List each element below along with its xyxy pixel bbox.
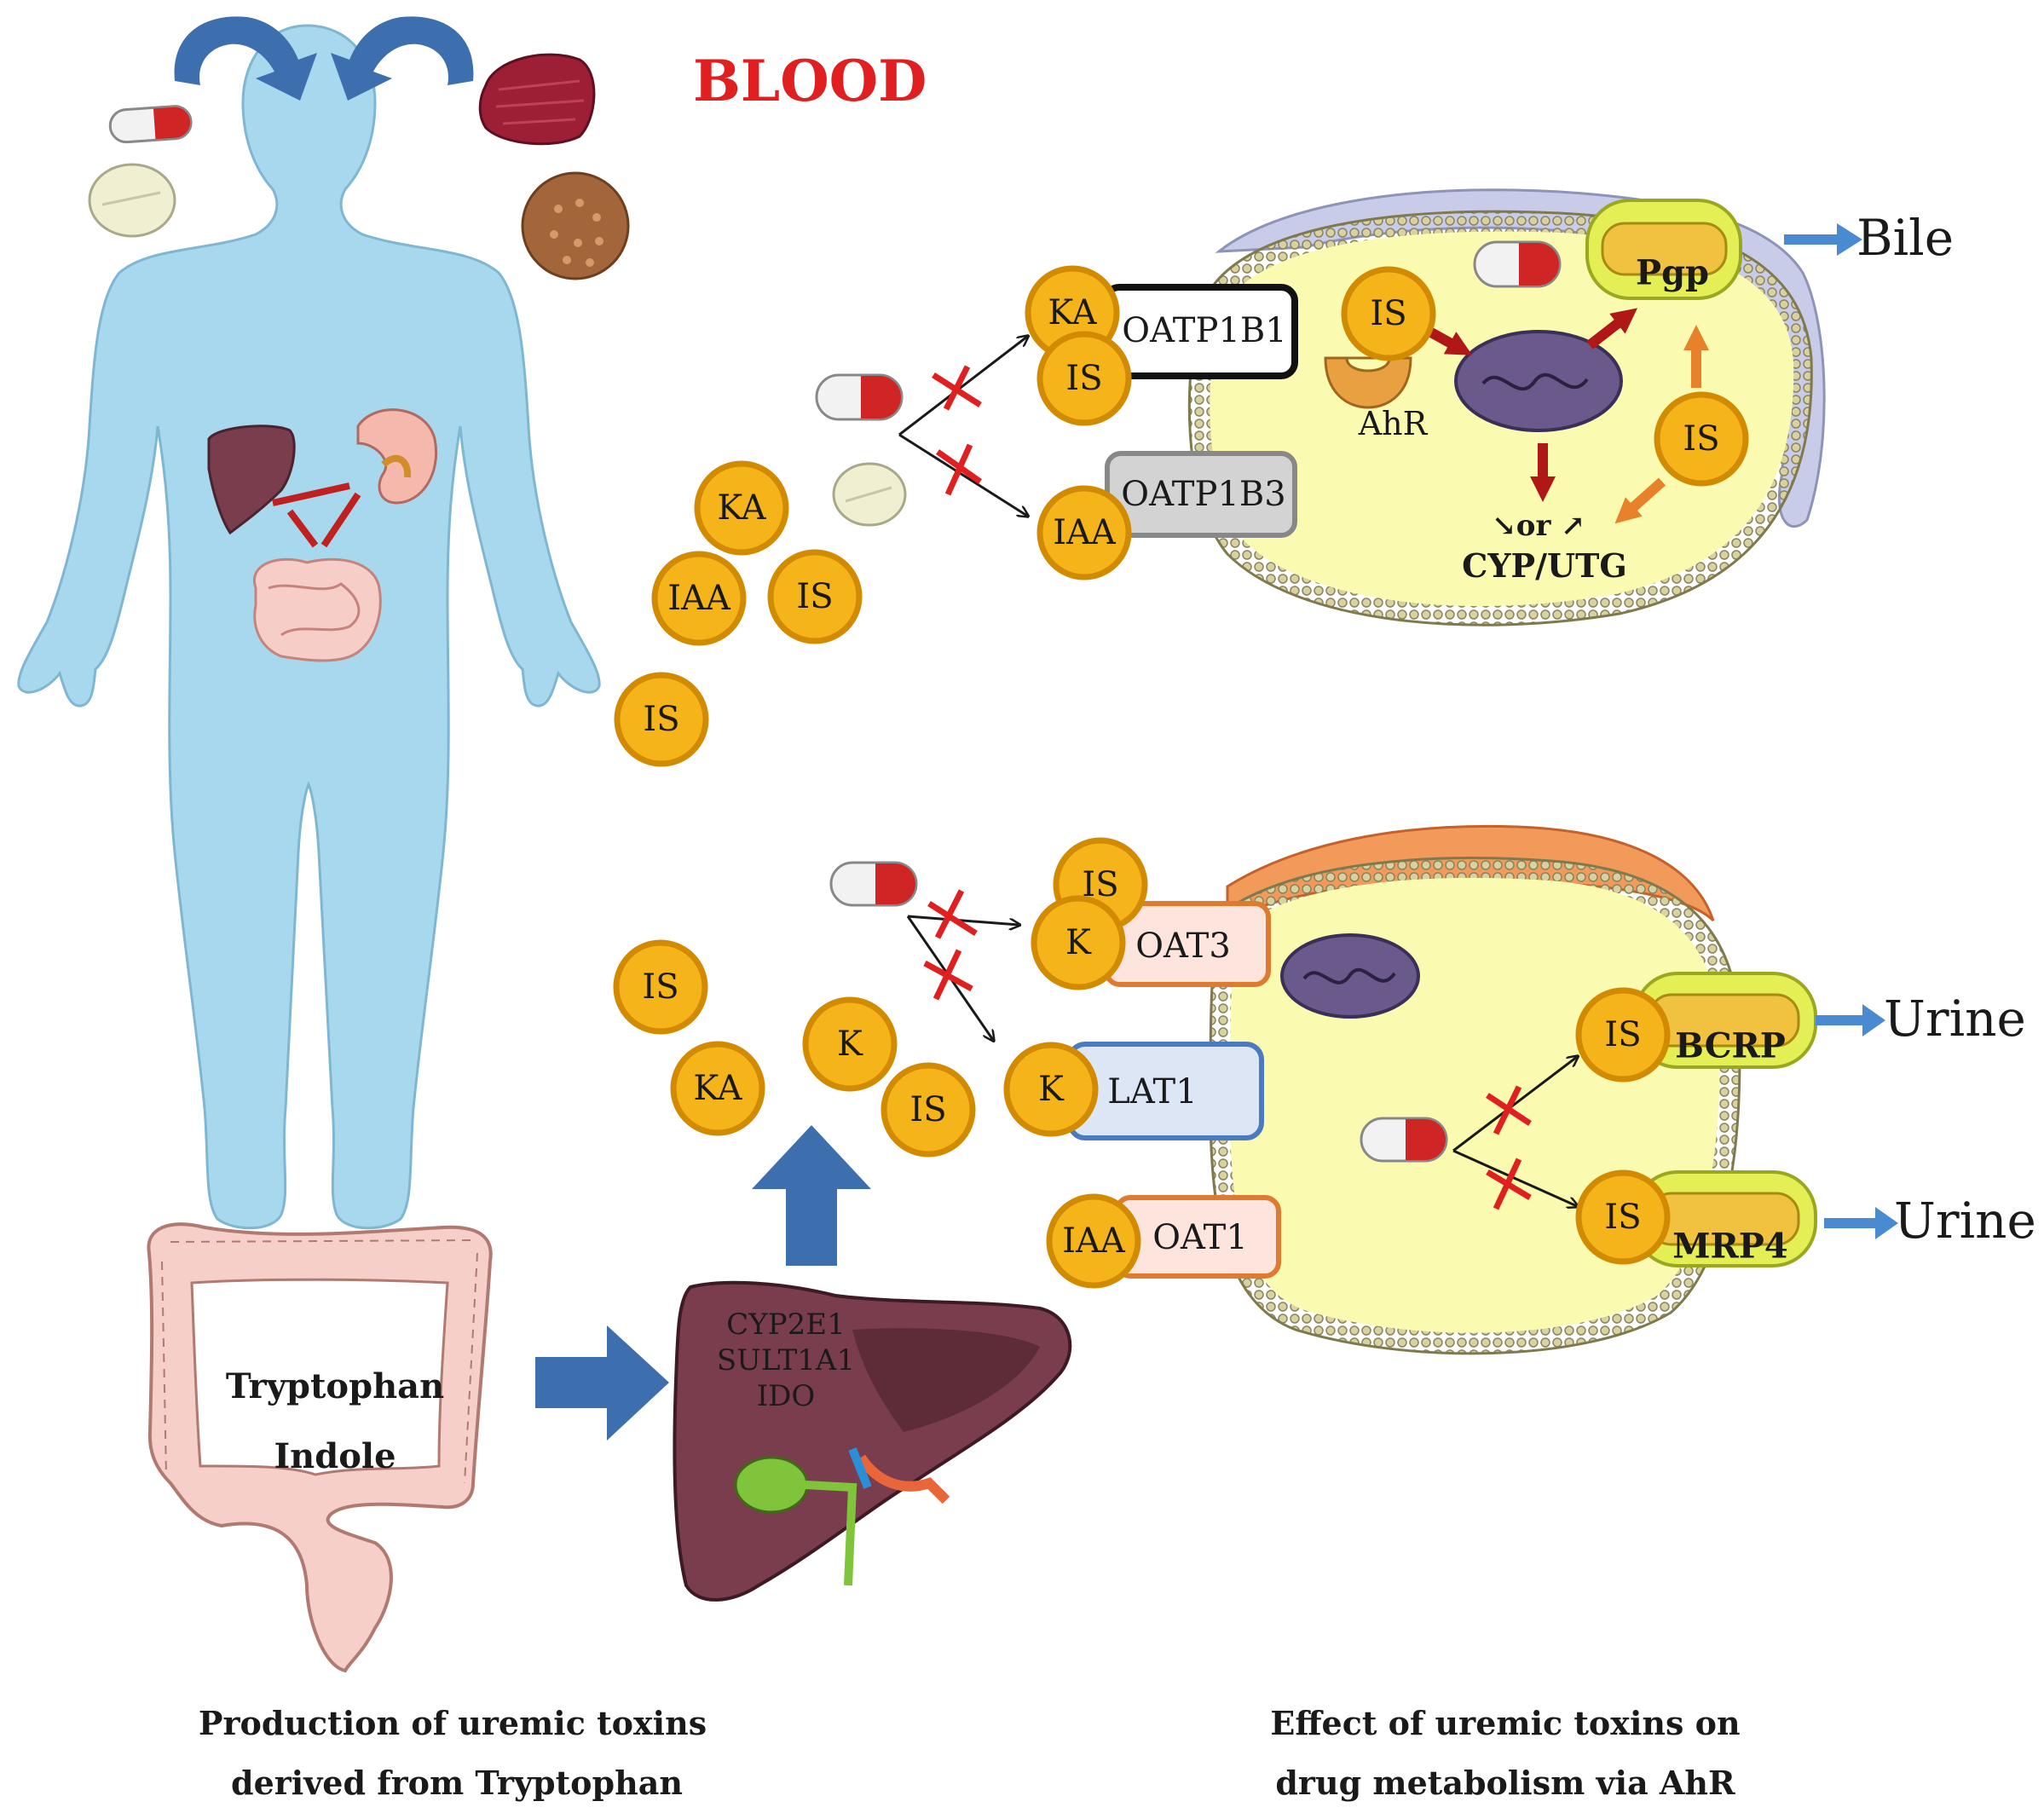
- tryptophan-label: Tryptophan: [226, 1366, 444, 1406]
- toxin-molecules: KA IS IAA IS IS KA IAA IS IS IS K K IAA …: [613, 265, 1749, 1289]
- svg-text:IS: IS: [796, 577, 833, 616]
- indole-label: Indole: [274, 1436, 396, 1476]
- enzyme-sult1a1-label: SULT1A1: [717, 1343, 855, 1377]
- tubular-cell: OAT3 LAT1 OAT1 BCRP MRP4 Urine Urine: [1067, 824, 2036, 1355]
- mrp4-label: MRP4: [1672, 1227, 1787, 1267]
- caption-left-line2: derived from Tryptophan: [231, 1764, 683, 1802]
- tubular-drug-capsule-icon: [1360, 1117, 1448, 1163]
- drug-capsule-icon: [108, 105, 193, 144]
- oat1-label: OAT1: [1152, 1218, 1248, 1257]
- nucleus-icon: [1454, 330, 1623, 432]
- toxin-is-blood-hand: IS: [614, 672, 709, 767]
- toxin-is-cell-top: IS: [1654, 391, 1749, 487]
- liver-to-blood-arrow: [752, 1125, 871, 1266]
- enzyme-cyp2e1-label: CYP2E1: [726, 1308, 845, 1342]
- toxin-is-ahr: IS: [1341, 266, 1436, 361]
- caption-left-line1: Production of uremic toxins: [199, 1704, 707, 1742]
- is-to-cyp-arrow: [1614, 477, 1666, 524]
- tablet-pill-icon: [88, 163, 176, 238]
- lat1-label: LAT1: [1107, 1072, 1197, 1111]
- human-body-figure: BLOOD: [17, 16, 927, 1230]
- oatp1b3-label: OATP1B3: [1121, 475, 1285, 514]
- hepatocyte-cell: AhR ↘or ↗ CYP/UTG Pgp Bile OATP1B1 OATP1…: [1102, 188, 1954, 626]
- toxin-is-blood-low2: IS: [881, 1062, 976, 1158]
- toxin-iaa-oatp1b3: IAA: [1036, 485, 1132, 580]
- meat-food-icon: [478, 53, 596, 146]
- svg-text:IS: IS: [643, 700, 679, 739]
- pgp-transporter: Pgp: [1585, 199, 1742, 300]
- gallbladder-icon: [734, 1456, 809, 1514]
- svg-text:IAA: IAA: [1053, 513, 1117, 552]
- svg-text:IS: IS: [909, 1090, 946, 1129]
- toxin-is-bcrp: IS: [1575, 987, 1671, 1083]
- enzyme-ido-label: IDO: [757, 1379, 816, 1413]
- toxin-is-mrp4: IS: [1575, 1169, 1671, 1265]
- svg-text:K: K: [837, 1025, 863, 1064]
- blood-label: BLOOD: [693, 48, 927, 114]
- oat3-transporter: OAT3: [1104, 901, 1271, 987]
- toxin-k-blood-low: K: [802, 996, 898, 1092]
- toxin-k-oat3: K: [1031, 895, 1126, 990]
- toxin-iaa-oat1: IAA: [1046, 1193, 1141, 1289]
- oat3-label: OAT3: [1135, 927, 1231, 966]
- caption-right-line1: Effect of uremic toxins on: [1270, 1704, 1740, 1742]
- left-intake-arrow: [174, 16, 317, 101]
- toxin-iaa-blood-top: IAA: [651, 551, 747, 646]
- svg-text:IAA: IAA: [667, 579, 731, 618]
- ahr-receptor-icon: [1324, 356, 1412, 409]
- blood-tablet-icon: [832, 462, 907, 527]
- svg-text:KA: KA: [717, 488, 766, 528]
- svg-text:K: K: [1065, 923, 1092, 962]
- toxin-ka-blood-low: KA: [670, 1041, 765, 1136]
- toxin-is-blood-top: IS: [767, 549, 863, 644]
- toxin-k-lat1: K: [1003, 1042, 1099, 1137]
- inhibition-x-marks: [923, 365, 1532, 1210]
- oatp1b1-transporter: OATP1B1: [1102, 284, 1298, 379]
- body-kidney-icon: [356, 408, 437, 505]
- svg-text:IS: IS: [642, 967, 678, 1007]
- mrp4-transporter: MRP4: [1633, 1170, 1817, 1267]
- toxin-is-oatp1b1: IS: [1036, 331, 1132, 426]
- blood-drug-capsule-bottom-icon: [829, 861, 918, 907]
- pgp-label: Pgp: [1636, 253, 1709, 293]
- oatp1b1-label: OATP1B1: [1122, 311, 1286, 350]
- intestine-to-liver-arrow: [535, 1325, 669, 1441]
- tubular-nucleus-icon: [1280, 933, 1420, 1019]
- bcrp-label: BCRP: [1675, 1026, 1786, 1066]
- grain-food-icon: [521, 171, 630, 280]
- organ-exchange-arrows: [272, 482, 361, 548]
- cyp-utg-label: CYP/UTG: [1462, 546, 1627, 585]
- svg-text:IS: IS: [1604, 1198, 1641, 1237]
- large-intestine-colon: Tryptophan Indole: [147, 1222, 493, 1673]
- ahr-label: AhR: [1358, 405, 1429, 442]
- lat1-transporter: LAT1: [1067, 1042, 1264, 1140]
- or-label: ↘or ↗: [1492, 509, 1585, 543]
- oatp1b3-transporter: OATP1B3: [1105, 451, 1297, 538]
- svg-text:KA: KA: [693, 1069, 742, 1108]
- liver-organ: CYP2E1 SULT1A1 IDO: [673, 1280, 1072, 1602]
- hepatic-artery: [857, 1454, 950, 1504]
- intracellular-drug-capsule-icon: [1473, 240, 1562, 288]
- caption-right-line2: drug metabolism via AhR: [1275, 1764, 1735, 1802]
- svg-text:IS: IS: [1370, 294, 1406, 333]
- urine-label-bottom: Urine: [1894, 1192, 2036, 1250]
- body-intestine-icon: [252, 557, 382, 662]
- urine-label-top: Urine: [1884, 990, 2026, 1048]
- nucleus-to-pgp-arrow: [1586, 308, 1638, 349]
- bile-label: Bile: [1856, 209, 1954, 267]
- svg-text:IS: IS: [1683, 419, 1719, 459]
- toxin-is-blood-low: IS: [613, 939, 708, 1035]
- body-liver-icon: [207, 424, 296, 535]
- oat1-transporter: OAT1: [1114, 1195, 1281, 1279]
- right-intake-arrow: [331, 16, 474, 101]
- svg-text:IAA: IAA: [1062, 1221, 1126, 1261]
- blood-drug-capsule-top-icon: [815, 373, 904, 421]
- svg-text:IS: IS: [1065, 359, 1102, 398]
- svg-text:IS: IS: [1604, 1015, 1641, 1054]
- svg-text:K: K: [1038, 1070, 1065, 1109]
- toxin-ka-blood-top: KA: [694, 460, 789, 556]
- svg-text:KA: KA: [1048, 293, 1097, 332]
